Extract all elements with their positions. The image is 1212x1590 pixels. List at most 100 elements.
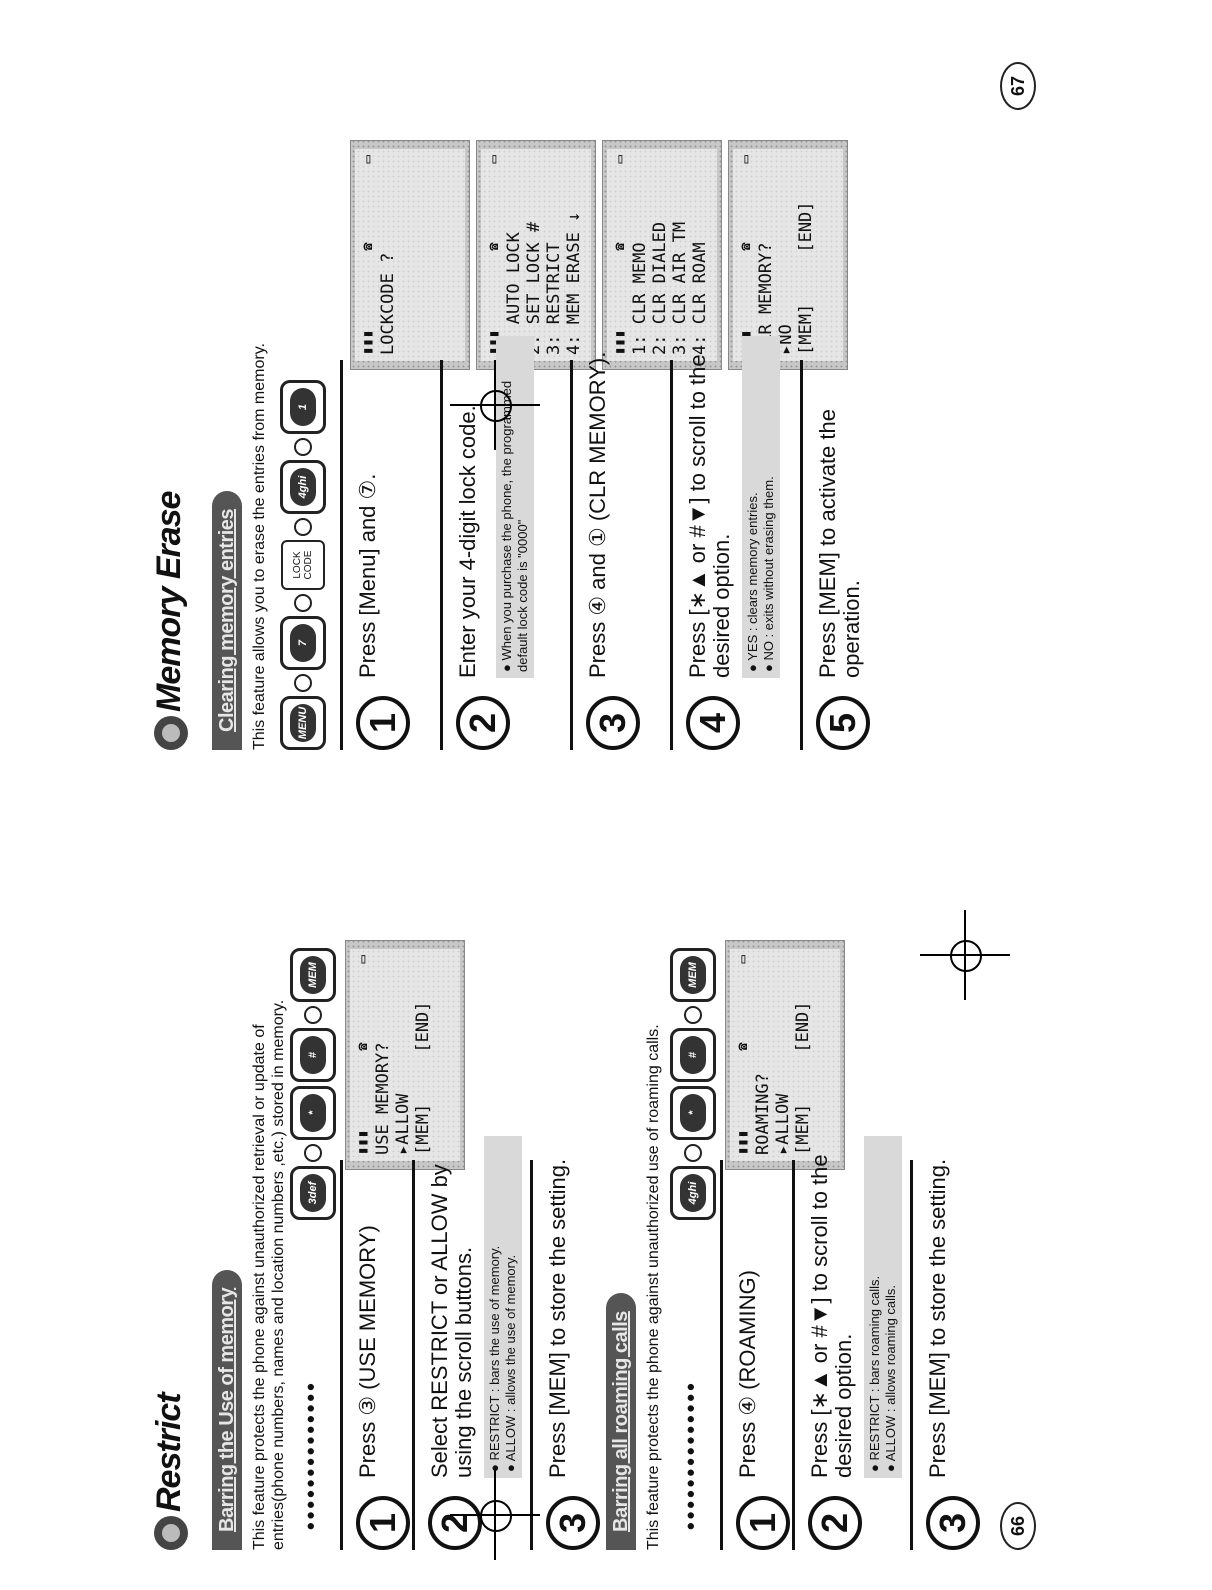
screen-line: 1: AUTO LOCK — [504, 232, 524, 355]
status-bar: ▮▮▮☎▭ — [353, 955, 373, 1155]
arrow-icon — [294, 518, 312, 536]
step-number: 2 — [808, 1496, 862, 1550]
step-text: Press ④ and ① (CLR MEMORY). — [585, 351, 610, 678]
screen-line: 4: MEM ERASE ↓ — [564, 211, 584, 355]
key-3: 3def — [290, 1166, 336, 1220]
dot-leader: •••••••••••••• — [298, 1380, 323, 1530]
step-number: 5 — [816, 696, 870, 750]
screen-line: ▸NO — [776, 324, 796, 355]
signal-icon: ▮▮▮ — [612, 329, 628, 355]
arrow-icon — [294, 674, 312, 692]
lock-code-label: LOCK CODE — [281, 540, 325, 590]
step-text: Press [MEM] to store the setting. — [925, 1158, 950, 1478]
phone-screen: ▮▮▮☎▭ 1: AUTO LOCK 2: SET LOCK # 3: REST… — [476, 140, 596, 370]
phone-screen: ▮▮▮☎▭ USE MEMORY? ▸ALLOW [MEM] [END] — [345, 940, 465, 1170]
page-title: Memory Erase — [150, 492, 189, 750]
section-tab-memory: Barring the Use of memory — [212, 1269, 242, 1550]
screen-line: 2: CLR DIALED — [650, 221, 670, 355]
phone-icon: ☎ — [738, 242, 754, 251]
step-text: Select RESTRICT or ALLOW by using the sc… — [427, 1164, 476, 1478]
status-bar: ▮▮▮☎▭ — [733, 955, 753, 1155]
step-number: 3 — [586, 696, 640, 750]
screen-line: 4: CLR ROAM — [690, 242, 710, 355]
status-bar: ▮▮▮☎▭ — [484, 155, 504, 355]
step-text: Press ④ (ROAMING) — [735, 1270, 760, 1478]
phone-screen: ▮▮▮☎▭ ROAMING? ▸ALLOW [MEM] [END] — [725, 940, 845, 1170]
key-star: * — [290, 1086, 336, 1140]
page-title: Restrict — [150, 1393, 189, 1550]
manual-spread: Restrict Barring the Use of memory This … — [150, 6, 1050, 1590]
key-menu: MENU — [280, 696, 326, 750]
flower-icon — [154, 1516, 189, 1550]
key-hash: # — [290, 1028, 336, 1082]
arrow-icon — [294, 594, 312, 612]
arrow-icon — [684, 1006, 702, 1024]
screen-line: LOCKCODE ? — [378, 252, 398, 355]
page-number: 66 — [1000, 1502, 1036, 1550]
screen-line: USE MEMORY? — [373, 1042, 393, 1155]
arrow-icon — [684, 1144, 702, 1162]
battery-icon: ▭ — [612, 155, 628, 164]
screen-line: [MEM] [END] — [796, 201, 816, 355]
arrow-icon — [304, 1006, 322, 1024]
phone-icon: ☎ — [612, 242, 628, 251]
phone-icon: ☎ — [486, 242, 502, 251]
step-text: Press [MEM] to activate the operation. — [815, 409, 864, 678]
battery-icon: ▭ — [738, 155, 754, 164]
flower-icon — [154, 716, 189, 750]
key-hash: # — [670, 1028, 716, 1082]
section-tab-roaming: Barring all roaming calls — [606, 1293, 636, 1550]
key-7: 7 — [280, 616, 326, 670]
step-number: 4 — [686, 696, 740, 750]
screen-line: ▸ALLOW — [773, 1093, 793, 1155]
screen-line: [MEM] [END] — [793, 1001, 813, 1155]
status-bar: ▮▮▮☎▭ — [736, 155, 756, 355]
step-number: 1 — [356, 696, 410, 750]
key-star: * — [670, 1086, 716, 1140]
step-text: Press [Menu] and ⑦. — [355, 473, 380, 678]
step-text: Press ③ (USE MEMORY) — [355, 1225, 380, 1478]
screen-line: ▸ALLOW — [393, 1093, 413, 1155]
key-mem: MEM — [290, 948, 336, 1002]
screen-line: [MEM] [END] — [413, 1001, 433, 1155]
step-number: 3 — [546, 1496, 600, 1550]
right-page: Memory Erase Clearing memory entries Thi… — [150, 30, 1050, 790]
status-bar: ▮▮▮ ☎ ▭ — [610, 155, 630, 355]
section-tab-clear-memory: Clearing memory entries — [212, 490, 242, 750]
key-4: 4ghi — [280, 460, 326, 514]
step-text: Press [∗▲ or #▼] to scroll to the desire… — [685, 354, 734, 678]
key-1: 1 — [280, 380, 326, 434]
battery-icon: ▭ — [735, 955, 751, 964]
note-box: RESTRICT : bars roaming calls. ALLOW : a… — [864, 1136, 902, 1478]
screen-line: ROAMING? — [753, 1073, 773, 1155]
key-mem: MEM — [670, 948, 716, 1002]
step-text: Press [MEM] to store the setting. — [545, 1158, 570, 1478]
note-box: RESTRICT : bars the use of memory. ALLOW… — [484, 1136, 522, 1478]
page-title-text: Memory Erase — [150, 491, 188, 712]
key-sequence: 4ghi * # MEM — [670, 948, 716, 1220]
note-box: YES : clears memory entries. NO : exits … — [742, 336, 780, 678]
registration-mark — [450, 360, 540, 450]
step-number: 2 — [456, 696, 510, 750]
key-sequence: 3def * # MEM — [290, 948, 336, 1220]
battery-icon: ▭ — [360, 155, 376, 164]
status-bar: ▮▮▮☎▭ — [358, 155, 378, 355]
screen-line: CLR MEMORY? — [756, 242, 776, 355]
key-4: 4ghi — [670, 1166, 716, 1220]
battery-icon: ▭ — [486, 155, 502, 164]
phone-icon: ☎ — [735, 1042, 751, 1051]
registration-mark — [450, 1470, 540, 1560]
registration-mark — [920, 910, 1010, 1000]
phone-screen: ▮▮▮☎▭ 1: CLR MEMO 2: CLR DIALED 3: CLR A… — [602, 140, 722, 370]
step-number: 1 — [356, 1496, 410, 1550]
dot-leader: •••••••••••••• — [678, 1380, 703, 1530]
battery-icon: ▭ — [355, 955, 371, 964]
arrow-icon — [294, 438, 312, 456]
section-description: This feature protects the phone against … — [251, 999, 287, 1550]
step-number: 3 — [926, 1496, 980, 1550]
page-title-text: Restrict — [150, 1393, 188, 1512]
screen-line: 2: SET LOCK # — [524, 221, 544, 355]
screen-line: 3: RESTRICT — [544, 242, 564, 355]
step-text: Press [∗▲ or #▼] to scroll to the desire… — [807, 1154, 856, 1478]
phone-screen: ▮▮▮☎▭ LOCKCODE ? — [350, 140, 470, 370]
